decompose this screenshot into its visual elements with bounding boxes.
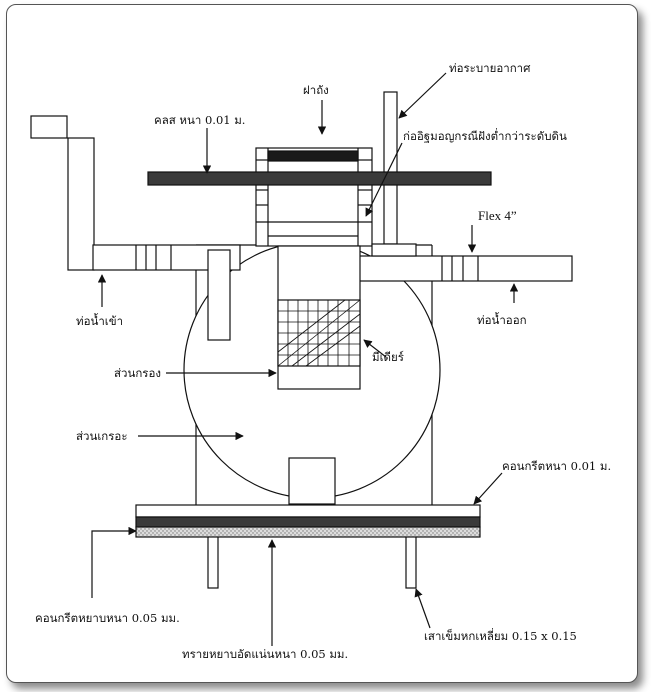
label-sand: ทรายหยาบอัดแน่นหนา 0.05 มม. bbox=[182, 647, 348, 661]
label-media: มีเดียร์ bbox=[372, 350, 404, 364]
label-filter-zone: ส่วนกรอง bbox=[114, 366, 161, 380]
label-settling-zone: ส่วนเกรอะ bbox=[76, 429, 128, 443]
label-lean-concrete: คอนกรีตหยาบหนา 0.05 มม. bbox=[35, 611, 180, 625]
sand-layer bbox=[135, 526, 481, 538]
pile-right bbox=[405, 534, 417, 589]
pile-left bbox=[207, 534, 219, 589]
sludge-block bbox=[288, 457, 336, 505]
inlet-tee bbox=[207, 249, 231, 341]
label-piles: เสาเข็มหกเหลี่ยม 0.15 x 0.15 bbox=[424, 628, 577, 643]
label-concrete-top: คอนกรีตหนา 0.01 ม. bbox=[502, 459, 611, 473]
leader-arrows bbox=[91, 72, 519, 646]
manhole-riser bbox=[255, 147, 373, 247]
label-flex: Flex 4” bbox=[478, 208, 517, 223]
vent-pipe bbox=[383, 91, 398, 245]
lean-concrete-layer bbox=[135, 516, 481, 528]
outlet-pipe bbox=[324, 255, 573, 282]
concrete-top-layer bbox=[135, 504, 481, 518]
lid-block bbox=[267, 150, 359, 162]
label-lid: ฝาถัง bbox=[303, 83, 329, 97]
label-outlet: ท่อน้ำออก bbox=[477, 312, 527, 327]
label-masonry: ก่ออิฐมอญกรณีฝังต่ำกว่าระดับดิน bbox=[403, 128, 567, 143]
media-grid-lines bbox=[277, 299, 361, 367]
label-vent-pipe: ท่อระบายอากาศ bbox=[449, 61, 531, 75]
label-slab: คลส หนา 0.01 ม. bbox=[154, 113, 245, 127]
label-inlet: ท่อน้ำเข้า bbox=[76, 313, 123, 328]
top-slab bbox=[147, 171, 492, 186]
